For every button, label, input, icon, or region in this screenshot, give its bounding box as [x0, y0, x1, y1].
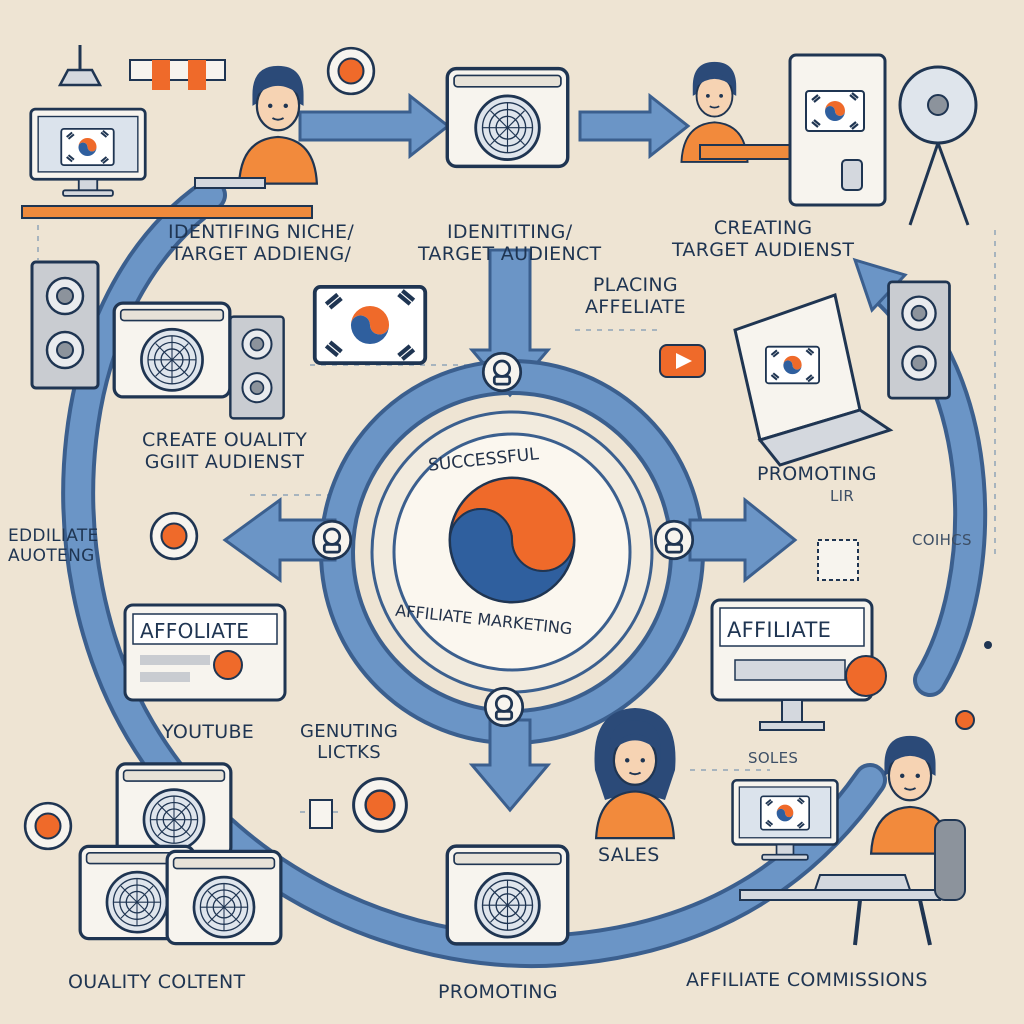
label-affiliate-card-right: AFFILIATE [727, 618, 832, 642]
central-hub [222, 351, 798, 813]
desk-scene-top-left [21, 45, 319, 219]
speaker-cluster-left [30, 260, 285, 420]
label-affiliate-commissions: AFFILIATE COMMISSIONS [686, 969, 928, 991]
label-sales: SALES [598, 844, 660, 866]
label-quality-content: OUALITY COLTENT [68, 971, 246, 993]
desk-scene-bottom-right [730, 734, 966, 946]
label-soles: SOLES [748, 749, 799, 767]
air-conditioner-top [445, 66, 570, 169]
air-conditioner-stack [78, 762, 283, 946]
taeguk-icon [448, 476, 576, 604]
label-coins: COIHCS [912, 531, 972, 549]
label-promoting-right: PROMOTING [757, 463, 877, 485]
label-links-right: LIR [830, 487, 855, 505]
desk-scene-top-right [680, 53, 978, 226]
label-affoliate-card: AFFOLIATE [140, 619, 250, 643]
label-promoting-bottom: PROMOTING [438, 981, 558, 1003]
woman-figure [594, 708, 676, 840]
label-identifying-audience: IDENITITING/TARGET AUDIENCT [418, 221, 602, 265]
affiliate-card-right [710, 598, 887, 731]
laptop-right [659, 280, 951, 467]
label-identifying-niche: IDENTIFING NICHE/TARGET ADDIENG/ [168, 221, 355, 265]
label-youtube: YOUTUBE [162, 721, 255, 743]
dashed-guides [37, 225, 996, 813]
affiliate-card-left [123, 603, 287, 702]
